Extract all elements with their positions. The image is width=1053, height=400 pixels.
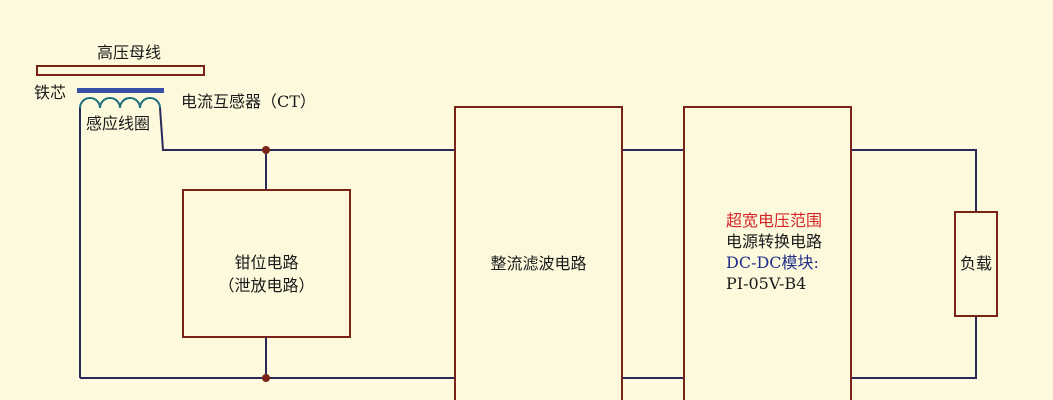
dcdc-label: 超宽电压范围 电源转换电路 DC-DC模块: PI-05V-B4	[726, 211, 822, 294]
junction-bottom	[262, 374, 270, 382]
iron-core-bar	[77, 88, 164, 93]
dcdc-box	[683, 106, 852, 400]
coil-windings	[79, 97, 161, 109]
wire-dcdc-load-bottom	[851, 316, 977, 379]
core-label: 铁芯	[34, 83, 67, 102]
coil-label: 感应线圈	[86, 114, 151, 133]
wire-coil-right-lead	[159, 107, 455, 151]
rectifier-box	[454, 106, 623, 400]
busbar-label: 高压母线	[97, 43, 162, 62]
clamp-box	[182, 189, 351, 338]
rectifier-label: 整流滤波电路	[490, 254, 587, 273]
dcdc-label-line2: 电源转换电路	[726, 232, 823, 251]
clamp-label-line2: （泄放电路）	[218, 276, 315, 295]
junction-top	[262, 146, 270, 154]
clamp-circuit-label: 钳位电路 （泄放电路）	[183, 253, 350, 296]
dcdc-label-line1: 超宽电压范围	[726, 211, 823, 230]
load-label: 负载	[959, 254, 992, 273]
busbar-bar	[36, 65, 205, 76]
ct-label: 电流互感器（CT）	[181, 92, 316, 111]
dcdc-label-line3: DC-DC模块:	[726, 253, 819, 272]
wire-dcdc-load-top	[851, 149, 977, 212]
clamp-label-line1: 钳位电路	[234, 253, 299, 272]
load-box	[954, 211, 998, 317]
dcdc-label-line4: PI-05V-B4	[726, 274, 807, 293]
